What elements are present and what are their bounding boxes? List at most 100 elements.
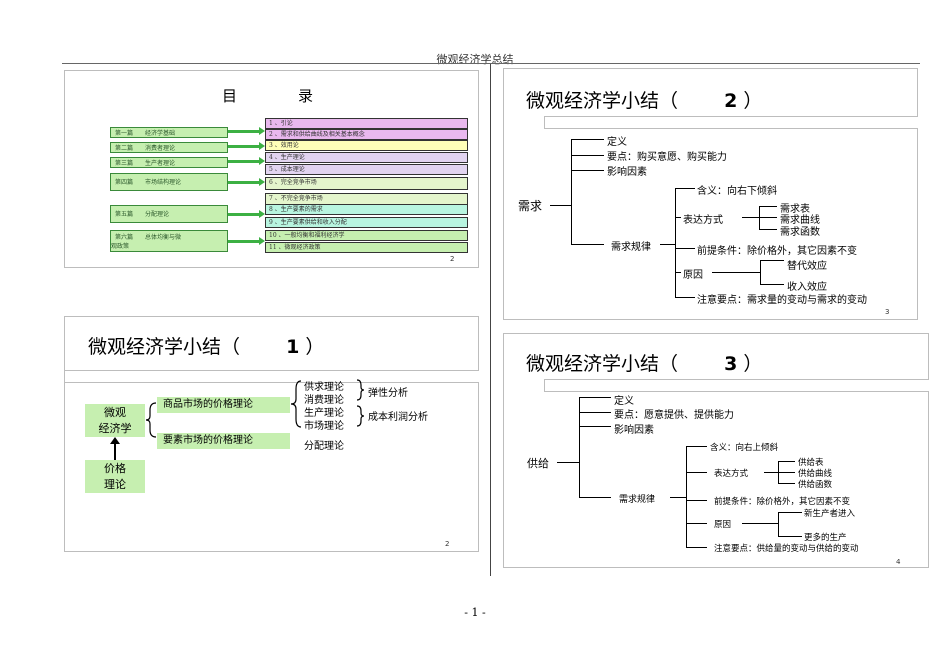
slide-summary-2 — [503, 68, 918, 320]
s-reason-connector — [742, 523, 778, 524]
law-branch-5 — [675, 297, 695, 298]
substitution-effect: 替代效应 — [787, 261, 827, 272]
column-divider — [490, 64, 491, 576]
demand-reason: 原因 — [683, 270, 703, 281]
toc-chapter-11: 11 、微观经济政策 — [265, 242, 468, 253]
toc-part-3: 第三篇 生产者理论 — [110, 157, 228, 168]
s-law-trunk — [686, 446, 687, 547]
cost-profit-analysis: 成本利润分析 — [368, 412, 428, 423]
s-law-branch-1 — [686, 446, 707, 447]
supply-definition: 定义 — [614, 396, 634, 407]
toc-title-2: 录 — [298, 87, 316, 105]
toc-chapter-2: 2 、需求和供给曲线及相关基本概念 — [265, 129, 468, 140]
demand-root: 需求 — [518, 199, 543, 213]
supply-key-points: 要点：愿意提供、提供能力 — [614, 410, 734, 421]
supply-trunk — [579, 397, 580, 497]
supply-meaning: 含义：向右上倾斜 — [710, 443, 779, 453]
toc-arrowhead-3 — [259, 157, 265, 165]
theory-supply-demand: 供求理论 — [304, 382, 344, 393]
law-trunk — [675, 188, 676, 297]
s-reason-branch-1 — [778, 512, 802, 513]
toc-arrowhead-1 — [259, 127, 265, 135]
toc-arrowhead-5 — [259, 210, 265, 218]
toc-chapter-10: 10 、一般均衡和福利经济学 — [265, 230, 468, 241]
title-close: ） — [743, 353, 763, 375]
supply-law: 需求规律 — [619, 495, 656, 505]
elasticity-analysis: 弹性分析 — [368, 388, 408, 399]
s-expr-branch-1 — [778, 461, 795, 462]
income-effect: 收入效应 — [787, 282, 827, 293]
toc-arrowhead-6 — [259, 237, 265, 245]
demand-branch-3 — [571, 170, 604, 171]
s-law-connector — [670, 497, 686, 498]
toc-part-6: 第六篇 总体均衡与微 观政策 — [110, 230, 228, 252]
brace-cost-profit — [356, 405, 365, 427]
supply-root: 供给 — [527, 457, 549, 470]
reason-trunk — [760, 260, 761, 284]
slide-summary-3-title: 微观经济学小结（ 3 ） — [526, 349, 762, 376]
more-production: 更多的生产 — [804, 533, 847, 543]
new-producers: 新生产者进入 — [804, 509, 856, 519]
slide-summary-1-title: 微观经济学小结（ 1 ） — [88, 332, 324, 359]
supply-schedule: 供给表 — [798, 458, 824, 468]
toc-title-1: 目 — [222, 87, 240, 105]
s-reason-branch-2 — [778, 536, 802, 537]
slide-summary-3-page-number: 4 — [896, 558, 901, 566]
demand-key-points: 要点：购买意愿、购买能力 — [607, 152, 727, 163]
law-branch-3 — [675, 248, 695, 249]
header-rule — [62, 63, 920, 64]
micro-economics-box: 微观 经济学 — [85, 404, 145, 437]
demand-premise: 前提条件：除价格外，其它因素不变 — [697, 246, 857, 257]
expr-branch-2 — [759, 217, 777, 218]
demand-branch-4 — [571, 244, 604, 245]
s-expr-branch-3 — [778, 483, 795, 484]
slide-summary-3 — [503, 333, 929, 568]
price-line1: 价格 — [104, 462, 126, 475]
s-law-branch-2 — [686, 472, 707, 473]
slide-summary-2-page-number: 3 — [885, 308, 890, 316]
toc-chapter-4: 4 、生产理论 — [265, 152, 468, 163]
s-expr-branch-2 — [778, 472, 795, 473]
factor-market-box: 要素市场的价格理论 — [157, 433, 290, 449]
goods-market-box: 商品市场的价格理论 — [157, 397, 290, 413]
supply-reason: 原因 — [714, 520, 732, 530]
toc-arrow-4 — [228, 181, 260, 184]
toc-arrow-3 — [228, 160, 260, 163]
title-text: 微观经济学小结（ — [88, 336, 241, 358]
demand-branch-2 — [571, 155, 604, 156]
reason-branch-1 — [760, 260, 784, 261]
title-number: 3 — [724, 353, 738, 375]
law-branch-4 — [675, 272, 681, 273]
supply-function: 供给函数 — [798, 480, 833, 490]
price-theory-box: 价格 理论 — [85, 460, 145, 493]
slide-summary-2-title-bar — [544, 116, 918, 129]
supply-branch-2 — [579, 412, 611, 413]
toc-part-1: 第一篇 经济学基础 — [110, 127, 228, 138]
slide-summary-1-page-number: 2 — [445, 540, 450, 548]
demand-root-line — [550, 205, 571, 206]
theory-distribution: 分配理论 — [304, 441, 344, 452]
slide-summary-3-title-bar — [544, 379, 929, 392]
toc-arrow-1 — [228, 130, 260, 133]
supply-branch-3 — [579, 426, 611, 427]
toc-arrow-6 — [228, 240, 260, 243]
toc-part-5: 第五篇 分配理论 — [110, 205, 228, 223]
micro-line1: 微观 — [104, 406, 126, 419]
demand-curve: 需求曲线 — [780, 215, 820, 226]
demand-definition: 定义 — [607, 137, 627, 148]
toc-chapter-6: 6 、完全竞争市场 — [265, 177, 468, 190]
s-law-branch-3 — [686, 500, 707, 501]
law-branch-2 — [675, 217, 681, 218]
micro-line2: 经济学 — [98, 422, 132, 435]
s-expr-connector — [764, 472, 778, 473]
supply-note: 注意要点：供给量的变动与供给的变动 — [714, 544, 859, 554]
toc-part-2: 第二篇 消费者理论 — [110, 142, 228, 153]
supply-curve: 供给曲线 — [798, 469, 833, 479]
theory-production: 生产理论 — [304, 408, 344, 419]
toc-chapter-5: 5 、成本理论 — [265, 164, 468, 175]
s-law-branch-4 — [686, 523, 707, 524]
slide-summary-2-title: 微观经济学小结（ 2 ） — [526, 86, 762, 113]
toc-arrow-5 — [228, 213, 260, 216]
demand-meaning: 含义：向右下倾斜 — [697, 186, 777, 197]
slide-summary-1-title-bar — [64, 370, 479, 383]
